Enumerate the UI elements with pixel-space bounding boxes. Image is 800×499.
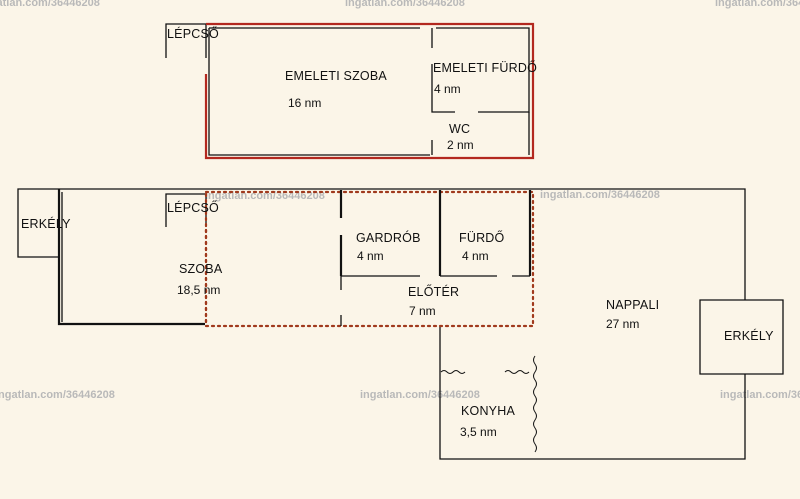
room-area: 18,5 nm	[177, 283, 220, 297]
watermarks: ingatlan.com/36446208 ingatlan.com/36446…	[0, 0, 800, 401]
kitchen-label: KONYHA	[461, 404, 515, 418]
watermark-text: ingatlan.com/36446208	[205, 190, 325, 202]
wc-area: 2 nm	[447, 138, 474, 152]
wc-label: WC	[449, 122, 470, 136]
wardrobe-area: 4 nm	[357, 249, 384, 263]
watermark-text: ingatlan.com/36446208	[715, 0, 800, 9]
bath-label: FÜRDŐ	[459, 230, 505, 245]
right-balcony-label: ERKÉLY	[724, 328, 774, 343]
upper-floor: LÉPCSŐ EMELETI SZOBA 16 nm EMELETI FÜRDŐ…	[165, 22, 537, 160]
room-label: SZOBA	[179, 262, 223, 276]
watermark-text: ingatlan.com/36446208	[540, 189, 660, 201]
bath-area: 4 nm	[462, 249, 489, 263]
upper-room-label: EMELETI SZOBA	[285, 69, 387, 83]
watermark-text: ingatlan.com/36446208	[0, 389, 115, 401]
upper-room-area: 16 nm	[288, 96, 321, 110]
ground-stair-walls	[165, 193, 207, 227]
outer-wall-bottom	[439, 326, 746, 460]
upper-floor-outline	[204, 22, 535, 160]
right-balcony-walls	[699, 299, 784, 375]
hall-label: ELŐTÉR	[408, 284, 459, 299]
left-balcony-label: ERKÉLY	[21, 216, 71, 231]
upper-bath-area: 4 nm	[434, 82, 461, 96]
ground-stair-label: LÉPCSŐ	[167, 200, 219, 215]
dotted-outline	[204, 190, 535, 328]
upper-bath-walls	[436, 27, 530, 113]
watermark-text: ingatlan.com/36446208	[720, 389, 800, 401]
kitchen-counter-right	[504, 370, 530, 374]
ground-floor: ERKÉLY LÉPCSŐ SZOBA 18,5 nm GARDRÓB 4 nm…	[17, 188, 784, 460]
upper-partition-wall	[431, 28, 455, 113]
living-room-area: 27 nm	[606, 317, 639, 331]
upper-room-walls	[208, 28, 430, 156]
left-balcony-walls	[17, 188, 59, 258]
upper-bath-label: EMELETI FÜRDŐ	[433, 60, 537, 75]
watermark-text: ingatlan.com/36446208	[0, 0, 100, 9]
watermark-text: ingatlan.com/36446208	[360, 389, 480, 401]
left-room-walls	[57, 189, 205, 326]
hall-area: 7 nm	[409, 304, 436, 318]
upper-stair-label: LÉPCSŐ	[167, 26, 219, 41]
wardrobe-label: GARDRÓB	[356, 230, 421, 245]
living-room-label: NAPPALI	[606, 298, 659, 312]
watermark-text: ingatlan.com/36446208	[345, 0, 465, 9]
kitchen-area: 3,5 nm	[460, 425, 497, 439]
outer-wall-top	[59, 188, 746, 300]
upper-stair-walls	[165, 23, 207, 58]
kitchen-partition	[533, 355, 537, 453]
kitchen-counter-left	[440, 370, 466, 374]
